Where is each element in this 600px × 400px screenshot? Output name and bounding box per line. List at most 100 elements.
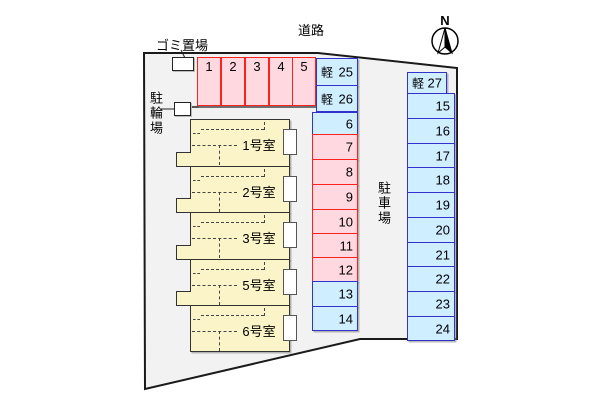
parking-stall-18: 18	[407, 167, 455, 193]
parking-stall-7: 7	[312, 134, 358, 160]
stall-number: 27	[427, 75, 442, 91]
stall-number: 20	[435, 222, 450, 238]
interior-wall-dash	[219, 285, 220, 305]
interior-wall-dash	[201, 176, 264, 177]
balcony	[283, 269, 297, 295]
stall-number: 10	[338, 214, 353, 229]
parking-stall-21: 21	[407, 242, 455, 267]
kei-prefix: 軽	[321, 92, 334, 106]
room-3: 3号室	[190, 212, 297, 260]
interior-wall-dash	[193, 226, 200, 227]
parking-stall-5: 5	[292, 57, 316, 106]
interior-wall-dash	[192, 145, 237, 146]
parking-stall-19: 19	[407, 192, 455, 218]
stall-number: 4	[277, 59, 285, 74]
parking-stall-13: 13	[312, 281, 358, 307]
stall-number: 21	[435, 247, 450, 262]
parking-stall-kei-25: 軽 25	[316, 58, 358, 86]
room-label: 2号室	[242, 185, 276, 200]
balcony	[283, 222, 297, 248]
stall-number: 7	[345, 139, 353, 155]
parking-stall-6: 6	[312, 112, 358, 135]
parking-stall-3: 3	[245, 57, 269, 106]
room-label: 3号室	[242, 231, 276, 246]
room-6: 6号室	[190, 305, 297, 352]
north-compass-icon	[431, 27, 459, 55]
parking-stall-24: 24	[407, 316, 455, 341]
stall-number: 22	[435, 271, 450, 287]
interior-wall-dash	[192, 331, 237, 332]
parking-stall-16: 16	[407, 118, 455, 144]
interior-wall-dash	[193, 273, 200, 274]
building-step	[176, 198, 191, 213]
parking-stall-20: 20	[407, 217, 455, 243]
room-label: 1号室	[242, 138, 276, 153]
stall-number: 2	[229, 59, 237, 74]
kei-prefix: 軽	[412, 76, 425, 91]
stall-number: 5	[300, 59, 308, 74]
interior-wall-dash	[264, 122, 265, 130]
stall-number: 26	[338, 91, 353, 106]
kei-prefix: 軽	[321, 65, 334, 80]
interior-wall-dash	[264, 215, 265, 223]
parking-stall-11: 11	[312, 233, 358, 258]
room-2: 2号室	[190, 166, 297, 213]
interior-wall-dash	[264, 262, 265, 270]
parking-stall-2: 2	[221, 57, 245, 106]
stall-number: 9	[345, 189, 353, 205]
interior-wall-dash	[192, 192, 237, 193]
bicycle-parking-label: 駐輪場	[148, 91, 163, 136]
parking-stall-17: 17	[407, 143, 455, 168]
building-step	[176, 245, 191, 260]
interior-wall-dash	[201, 269, 264, 270]
parking-stall-9: 9	[312, 184, 358, 210]
interior-wall-dash	[219, 145, 220, 165]
parking-stall-12: 12	[312, 257, 358, 282]
stall-number: 6	[345, 116, 353, 131]
stall-number: 24	[435, 321, 450, 336]
interior-wall-dash	[219, 238, 220, 258]
balcony	[283, 315, 297, 341]
road-label: 道路	[297, 23, 324, 38]
balcony	[283, 176, 297, 202]
building-step	[176, 152, 191, 167]
interior-wall-dash	[193, 319, 200, 320]
stall-number: 16	[435, 123, 450, 139]
room-label: 6号室	[242, 324, 276, 339]
interior-wall-dash	[193, 133, 200, 134]
interior-wall-dash	[201, 315, 264, 316]
stall-number: 11	[339, 238, 354, 253]
garbage-box	[172, 57, 194, 71]
interior-wall-dash	[192, 238, 237, 239]
parking-stall-15: 15	[407, 93, 455, 119]
interior-wall-dash	[193, 180, 200, 181]
room-1: 1号室	[190, 119, 297, 167]
parking-stall-1: 1	[197, 57, 221, 106]
stall-number: 17	[435, 148, 450, 163]
parking-stall-22: 22	[407, 266, 455, 292]
interior-wall-dash	[201, 222, 264, 223]
room-label: 5号室	[242, 278, 276, 293]
parking-stall-8: 8	[312, 159, 358, 185]
room-5: 5号室	[190, 259, 297, 306]
parking-stall-10: 10	[312, 209, 358, 234]
stall-number: 8	[345, 164, 353, 180]
stall-number: 25	[338, 64, 353, 80]
parking-stall-23: 23	[407, 291, 455, 317]
balcony	[283, 129, 297, 155]
stall-number: 18	[435, 172, 450, 188]
stall-number: 19	[435, 197, 450, 213]
garbage-area-label: ゴミ置場	[156, 38, 209, 53]
stall-number: 14	[338, 311, 353, 326]
stall-number: 15	[435, 98, 450, 114]
parking-stall-4: 4	[269, 57, 293, 106]
building-step	[176, 291, 191, 306]
parking-stall-kei-26: 軽 26	[316, 85, 358, 112]
interior-wall-dash	[201, 129, 264, 130]
interior-wall-dash	[264, 308, 265, 316]
stall-number: 13	[338, 286, 353, 302]
stall-number: 1	[205, 59, 213, 74]
interior-wall-dash	[192, 285, 237, 286]
